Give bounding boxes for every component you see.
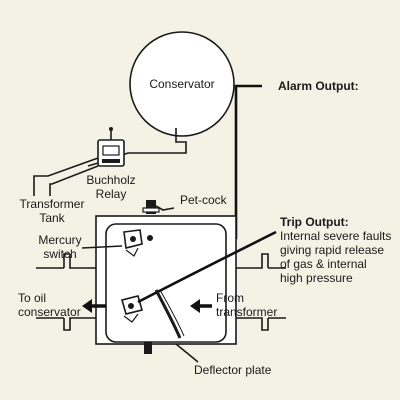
tank-pipe [33,157,99,196]
trip-desc-4: high pressure [280,271,353,285]
bottom-drain [144,342,152,354]
alarm-output-label: Alarm Output: [278,79,359,93]
conservator-label: Conservator [149,77,214,91]
buchholz-relay-small [97,127,125,167]
pet-cock-label: Pet-cock [180,193,228,207]
relay-housing-inner [105,223,227,343]
to-oil-label-2: conservator [18,305,81,319]
pet-cock [142,200,175,214]
from-transformer-label-2: transformer [216,305,277,319]
trip-switch-icon [121,295,143,323]
trip-output-wire [137,230,277,304]
deflector-plate-label: Deflector plate [194,363,272,377]
trip-output-label: Trip Output: [280,215,349,229]
tank-pipe-2 [49,165,99,196]
mercury-pointer [81,245,123,249]
buchholz-relay-label-2: Relay [96,187,127,201]
arrow-left-icon [82,299,106,313]
upper-pivot [147,235,153,241]
arrow-right-icon [190,299,212,313]
transformer-tank-label-1: Transformer [20,197,85,211]
deflector-pointer [175,343,199,363]
left-pipe [36,267,64,319]
mercury-switch-label-2: switch [43,247,76,261]
conservator-tank [129,31,235,137]
right-flange [236,253,269,331]
buchholz-relay-label-1: Buchholz [86,173,135,187]
trip-desc-3: of gas & internal [280,257,367,271]
mercury-switch-icon [123,229,143,257]
transformer-tank-label-2: Tank [39,211,65,225]
from-transformer-label-1: From [216,291,244,305]
deflector-plate-icon [154,289,182,339]
trip-desc-2: giving rapid release [280,243,384,257]
mercury-switch-label-1: Mercury [38,233,81,247]
trip-desc-1: Internal severe faults [280,229,391,243]
right-pipe [268,267,286,319]
to-oil-label-1: To oil [18,291,46,305]
deflector-plate-inner [159,289,185,337]
left-flange [63,253,96,331]
